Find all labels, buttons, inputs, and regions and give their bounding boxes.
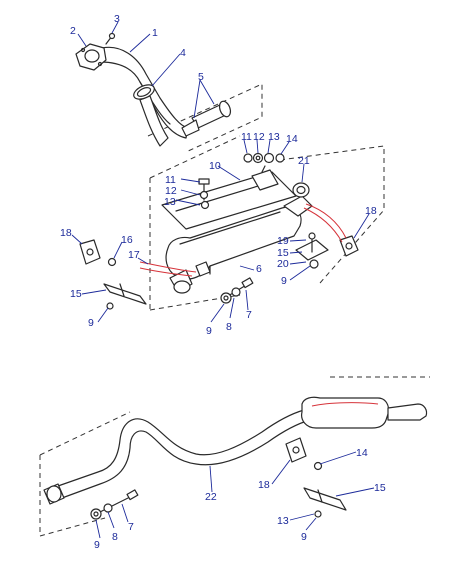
- rear-silencer: [301, 396, 428, 429]
- intermediate-pipe: [181, 100, 232, 137]
- callout-2: 2: [70, 25, 76, 37]
- callout-6: 6: [256, 263, 262, 275]
- group-outline-front-pipe: [147, 83, 263, 153]
- callout-3: 3: [114, 13, 120, 25]
- callout-9-rear-left: 9: [94, 539, 100, 551]
- callout-17: 17: [128, 249, 140, 261]
- callout-4: 4: [180, 47, 186, 59]
- callout-9-left: 9: [88, 317, 94, 329]
- callout-8-rear: 8: [112, 531, 118, 543]
- callout-15-left: 15: [70, 288, 82, 300]
- front-pipe-stud: [105, 32, 116, 45]
- highlight-lines: [139, 203, 347, 277]
- callout-5: 5: [198, 71, 204, 83]
- leader-lines: [71, 21, 375, 539]
- callout-10: 10: [209, 160, 221, 172]
- silencer-bracket-right: [295, 232, 329, 269]
- callout-18-rear: 18: [258, 479, 270, 491]
- callout-16: 16: [121, 234, 133, 246]
- callout-1: 1: [152, 27, 158, 39]
- front-pipe: [87, 46, 189, 147]
- rubber-mounting-rear: [285, 437, 307, 463]
- group-outline-tailpipe: [39, 376, 430, 537]
- front-pipe-clamp: [133, 84, 155, 100]
- callout-14-rear: 14: [356, 447, 368, 459]
- clamp-bolt-set-rear: [90, 489, 139, 520]
- intermediate-silencer: [165, 195, 313, 294]
- callout-13-left: 13: [164, 196, 176, 208]
- silencer-bracket-left: [103, 257, 147, 310]
- callout-20: 20: [277, 258, 289, 270]
- heat-shield-bracket: [251, 165, 279, 191]
- callout-11-top: 11: [241, 131, 252, 143]
- callout-18-right: 18: [365, 205, 377, 217]
- front-pipe-flange: [75, 43, 107, 71]
- callout-13-rear: 13: [277, 515, 289, 527]
- callout-9-right: 9: [281, 275, 287, 287]
- callout-13-top: 13: [268, 131, 280, 143]
- callout-7-rear: 7: [128, 521, 134, 533]
- callout-22: 22: [205, 491, 217, 503]
- rubber-ring: [292, 182, 310, 198]
- callout-9-mid: 9: [206, 325, 212, 337]
- clamp-bolt-set-front: [220, 277, 254, 304]
- rubber-mounting-right: [339, 235, 359, 257]
- callout-14-top: 14: [286, 133, 298, 145]
- callout-11-left: 11: [165, 174, 176, 186]
- callout-15-rear: 15: [374, 482, 386, 494]
- tailpipe: [43, 409, 311, 505]
- tailpipe-bracket: [303, 461, 347, 518]
- callout-12-left: 12: [165, 185, 177, 197]
- callout-9-rear: 9: [301, 531, 307, 543]
- bolt-set-top: [243, 152, 285, 164]
- callout-12-top: 12: [253, 131, 265, 143]
- callout-18-left: 18: [60, 227, 72, 239]
- callout-19: 19: [277, 235, 289, 247]
- rubber-mounting-left: [79, 239, 101, 265]
- callout-8-mid: 8: [226, 321, 232, 333]
- callout-7-mid: 7: [246, 309, 252, 321]
- callout-15-right: 15: [277, 247, 289, 259]
- callout-21: 21: [298, 155, 310, 167]
- callout-labels: 1 2 3 4 5 11 12 13 14 21 10 11 12 13 18 …: [60, 13, 386, 551]
